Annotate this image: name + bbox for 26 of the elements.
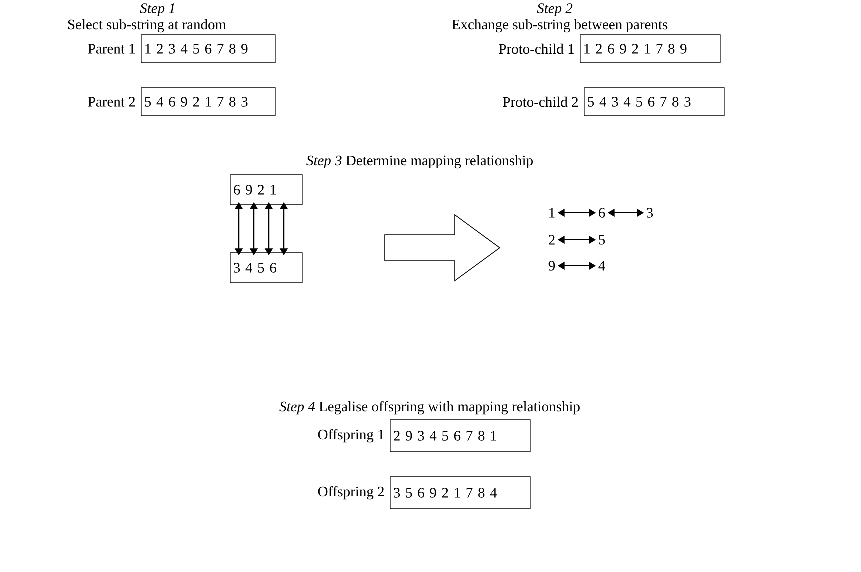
mapping-number: 6 <box>599 208 606 218</box>
step-heading: Step 1 <box>140 4 174 16</box>
mapping-number: 9 <box>548 261 556 271</box>
string-label: Offspring 2 <box>318 486 384 500</box>
step-heading: Select sub-string at random <box>68 19 226 33</box>
step-heading: Exchange sub-string between parents <box>452 19 668 33</box>
mapping-number: 4 <box>598 261 606 271</box>
step-heading: Step 2 <box>537 4 573 16</box>
string-box: 3 5 6 9 2 1 7 8 4 <box>390 476 531 510</box>
string-box: 1 2 6 9 2 1 7 8 9 <box>580 34 721 64</box>
string-label: Offspring 1 <box>318 429 384 443</box>
string-box: 6 9 2 1 <box>230 174 303 206</box>
string-label: Parent 1 <box>88 44 135 54</box>
step-heading: Step 3 Determine mapping relationship <box>306 155 533 169</box>
mapping-number: 3 <box>647 208 654 218</box>
string-label: Proto-child 2 <box>503 96 578 108</box>
string-label: Parent 2 <box>88 97 135 107</box>
string-label: Proto-child 1 <box>499 44 574 54</box>
string-box: 3 4 5 6 <box>230 252 303 284</box>
string-box: 5 4 3 4 5 6 7 8 3 <box>584 88 725 116</box>
mapping-number: 5 <box>599 235 606 245</box>
mapping-number: 1 <box>550 208 555 218</box>
string-box: 2 9 3 4 5 6 7 8 1 <box>390 420 531 452</box>
mapping-number: 2 <box>549 235 555 245</box>
string-box: 5 4 6 9 2 1 7 8 3 <box>141 88 276 116</box>
string-box: 1 2 3 4 5 6 7 8 9 <box>141 34 276 64</box>
